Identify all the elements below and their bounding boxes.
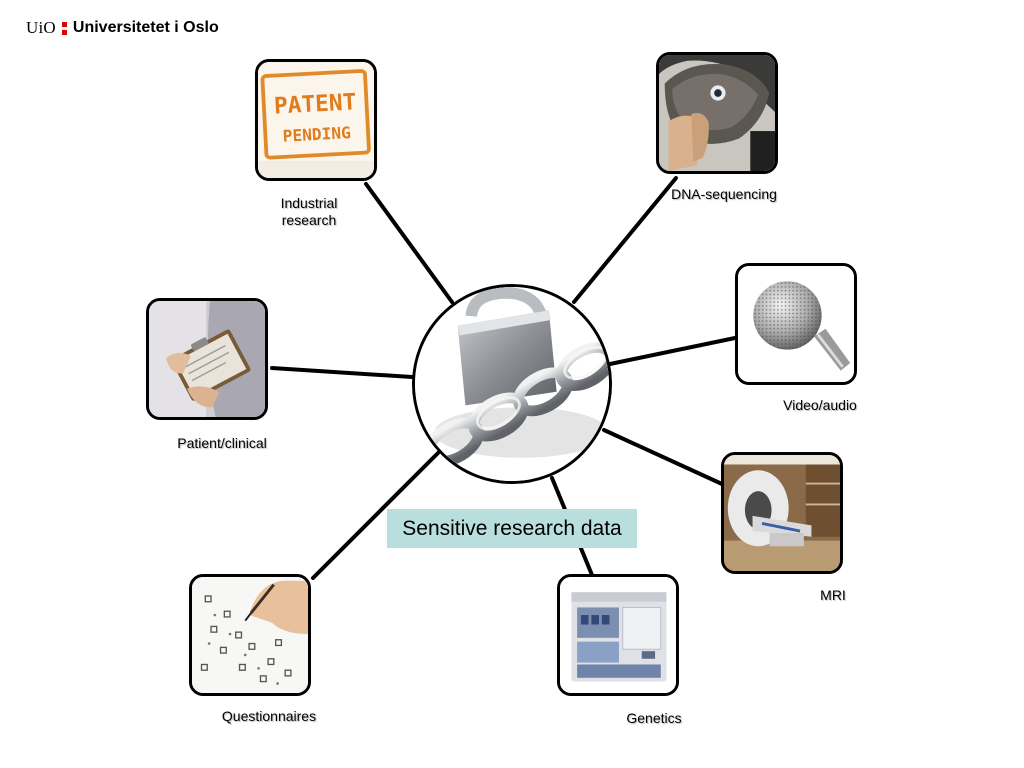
patient-clinical-image	[146, 298, 268, 420]
line-questionnaires	[311, 451, 440, 580]
logo-short: UiO	[26, 18, 56, 37]
label-genetics: Genetics	[626, 710, 682, 726]
patent-pending-stamp-icon: PATENT PENDING	[258, 62, 374, 178]
label-questionnaires: Questionnaires	[221, 708, 317, 724]
stamp-line-1: PATENT	[273, 89, 357, 119]
genetics-image	[557, 574, 679, 696]
stamp-line-2: PENDING	[282, 123, 351, 146]
uio-logo: UiO Universitetet i Oslo	[26, 17, 219, 39]
label-mri: MRI	[820, 587, 846, 603]
label-dna-sequencing: DNA-sequencing	[671, 186, 777, 202]
questionnaire-form-icon	[192, 577, 308, 693]
microphone-icon	[738, 266, 854, 382]
clipboard-icon	[149, 301, 265, 417]
line-patient	[270, 366, 414, 379]
line-dna	[572, 176, 678, 304]
center-hub-image	[412, 284, 612, 484]
fish-in-hand-icon	[659, 55, 775, 171]
logo-name: Universitetet i Oslo	[72, 19, 219, 36]
sequencer-machine-icon	[560, 577, 676, 693]
mri-scanner-icon	[724, 455, 840, 571]
center-caption: Sensitive research data	[387, 509, 637, 548]
padlock-chain-icon	[415, 287, 609, 481]
line-mri	[602, 428, 724, 486]
mri-image	[721, 452, 843, 574]
industrial-research-image: PATENT PENDING	[255, 59, 377, 181]
video-audio-image	[735, 263, 857, 385]
label-industrial-research: Industrial research	[280, 195, 338, 228]
logo-colon-mark	[61, 21, 67, 35]
line-industrial	[364, 182, 454, 304]
dna-sequencing-image	[656, 52, 778, 174]
line-video	[608, 336, 737, 366]
label-patient-clinical: Patient/clinical	[177, 435, 267, 451]
questionnaires-image	[189, 574, 311, 696]
label-video-audio: Video/audio	[783, 397, 857, 413]
